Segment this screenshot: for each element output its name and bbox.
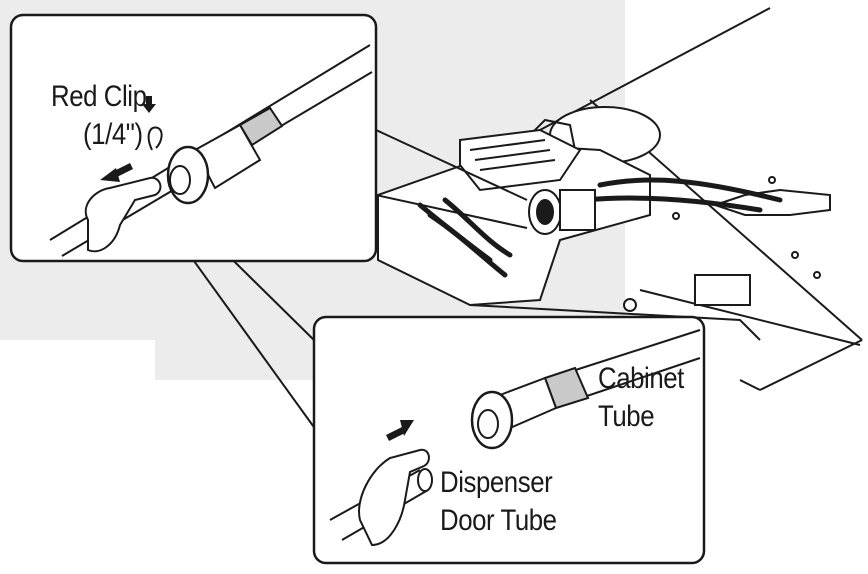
wire-harness [417,177,783,278]
clip-icon [147,126,163,151]
arrow-right-icon [386,420,414,441]
inset-clip-removal [9,13,378,263]
dispenser-tube-label-line1: Dispenser [440,466,553,499]
main-fitting [528,189,596,235]
dispenser-tube-label-line2: Door Tube [440,504,557,537]
callout-lines-1 [375,129,528,229]
connector-block [459,128,582,192]
arrow-left-icon [100,163,133,182]
red-clip-label: Red Clip [51,80,147,113]
cabinet-tube-label-line2: Tube [598,400,655,433]
cabinet-tube-label-line1: Cabinet [598,362,684,395]
clip-size-label: (1/4") [83,118,143,151]
arrow-down-icon [142,96,156,113]
inset-tube-connection [312,315,706,565]
